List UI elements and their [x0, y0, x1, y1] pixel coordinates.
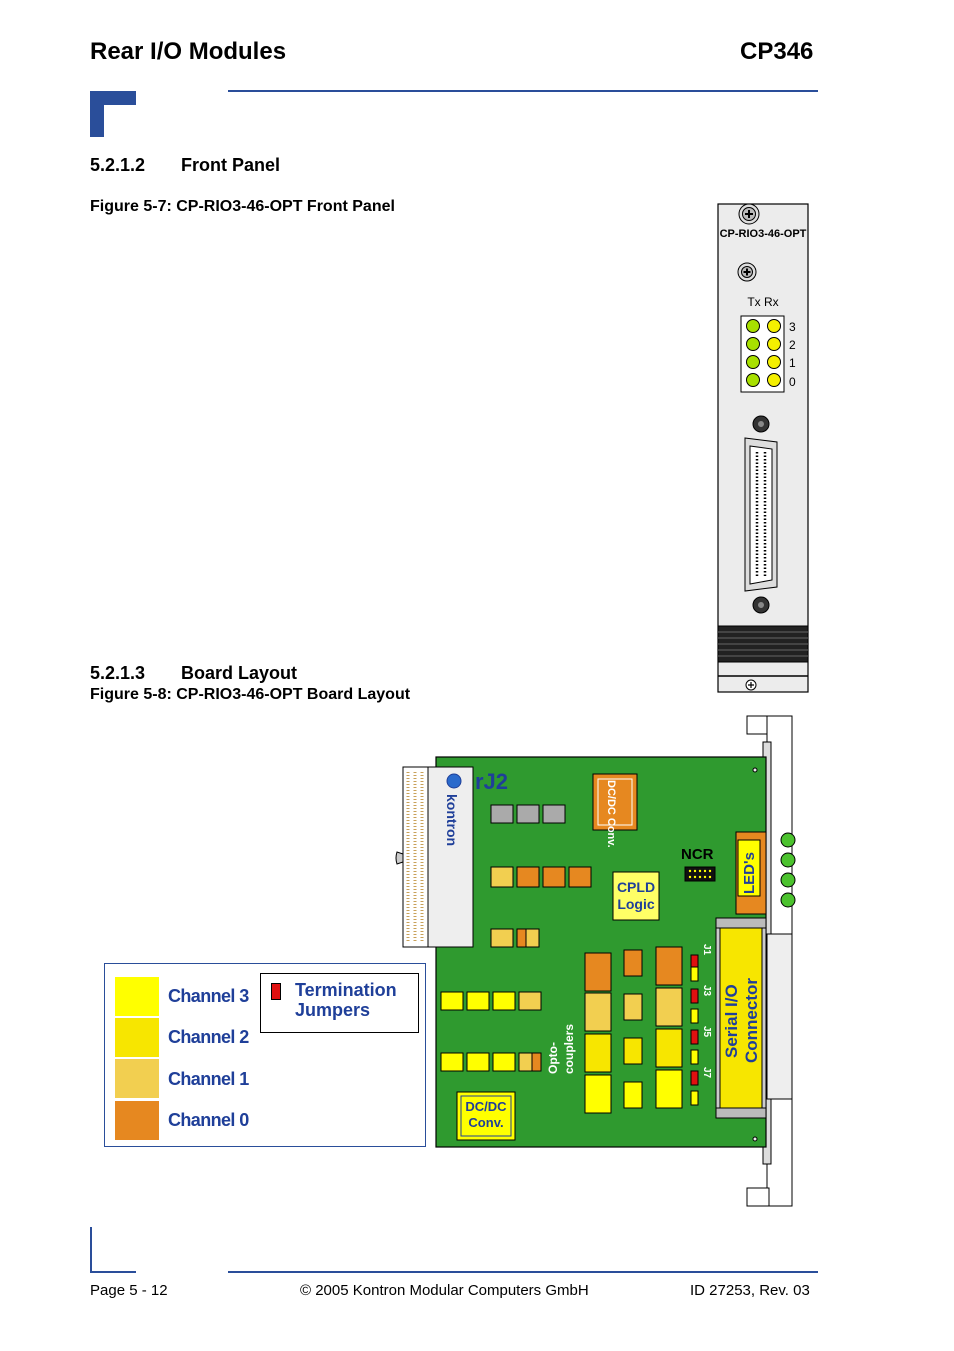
- component-blocks-row5: [440, 1052, 542, 1072]
- component-blocks-top: [490, 804, 566, 824]
- rear-connector-rj2: [395, 766, 474, 948]
- legend-swatch-channel-0: [115, 1101, 159, 1140]
- led-column-header: Tx Rx: [747, 295, 778, 309]
- section-number: 5.2.1.2: [90, 155, 146, 175]
- channel-number: 0: [789, 375, 796, 389]
- jumper-label: J7: [701, 1067, 712, 1079]
- termination-label: Termination: [295, 980, 397, 1000]
- corner-mark: [90, 91, 136, 137]
- product-id: CP346: [740, 38, 814, 65]
- cpld-label: CPLD: [617, 879, 655, 895]
- legend-label: Channel 3: [168, 986, 249, 1006]
- rx-led-2: [767, 337, 781, 351]
- channel-number: 1: [789, 356, 796, 370]
- termination-legend: Termination Jumpers: [260, 973, 419, 1033]
- tx-led-0: [746, 373, 760, 387]
- document-id: ID 27253, Rev. 03: [690, 1282, 810, 1299]
- legend-label: Channel 2: [168, 1027, 249, 1047]
- board-layout-figure: rJ2 kontron DC/DC Conv. CPLD Logic NCR L…: [395, 715, 796, 1207]
- cpld-label: Logic: [617, 896, 655, 912]
- legend-swatch-channel-2: [115, 1018, 159, 1057]
- header-rule: [228, 90, 818, 92]
- serial-io-label: Connector: [742, 978, 761, 1063]
- footer-corner-mark: [90, 1227, 92, 1273]
- figure-caption-board-layout: Figure 5-8: CP-RIO3-46-OPT Board Layout: [90, 686, 411, 703]
- dcdc-top-label: DC/DC Conv.: [605, 780, 617, 848]
- serial-io-label: Serial I/O: [722, 984, 741, 1058]
- dcdc-bottom-label: DC/DC: [465, 1099, 507, 1114]
- vendor-logo-text: kontron: [444, 794, 460, 846]
- document-section-title: Rear I/O Modules: [90, 38, 287, 65]
- screw-icon: [737, 262, 757, 282]
- board-legend: Channel 3 Channel 2 Channel 1 Channel 0 …: [104, 963, 426, 1147]
- termination-jumpers: [690, 954, 699, 1106]
- optocouplers-label: Opto-: [546, 1042, 560, 1074]
- legend-label: Channel 0: [168, 1110, 249, 1130]
- connector-rj2-label: rJ2: [475, 769, 508, 794]
- legend-label: Channel 1: [168, 1069, 249, 1089]
- channel-number: 3: [789, 320, 796, 334]
- optocoupler-column-2: [623, 949, 643, 1109]
- section-heading-board-layout: 5.2.1.3 Board Layout: [90, 663, 297, 684]
- serial-io-connector: [715, 917, 767, 1119]
- jumper-swatch: [271, 983, 281, 1000]
- ncr-label: NCR: [681, 846, 714, 863]
- front-bracket: [746, 715, 793, 1207]
- optocoupler-column-3: [655, 946, 683, 1109]
- leds-label: LED's: [741, 852, 758, 894]
- tx-led-1: [746, 355, 760, 369]
- component-blocks-row3: [490, 928, 540, 948]
- tx-led-2: [746, 337, 760, 351]
- optocoupler-column-1: [584, 952, 612, 1114]
- legend-swatch-channel-3: [115, 977, 159, 1016]
- jumper-label: J5: [701, 1026, 712, 1038]
- termination-label: Jumpers: [295, 1000, 371, 1020]
- footer-rule: [228, 1271, 818, 1273]
- section-title: Front Panel: [181, 155, 281, 175]
- footer-corner-mark: [90, 1271, 136, 1273]
- screw-icon: [738, 203, 760, 225]
- panel-model-label: CP-RIO3-46-OPT: [720, 228, 807, 240]
- mount-hole: [752, 767, 758, 773]
- dsub-connector: [744, 415, 778, 614]
- section-number: 5.2.1.3: [90, 663, 146, 683]
- channel-number: 2: [789, 338, 796, 352]
- cpld-logic: [612, 871, 660, 921]
- screw-icon: [745, 679, 757, 691]
- kontron-logo-icon: [446, 773, 462, 789]
- component-blocks-row4: [440, 991, 542, 1011]
- rx-led-0: [767, 373, 781, 387]
- optocouplers-label: couplers: [562, 1024, 576, 1074]
- rx-led-3: [767, 319, 781, 333]
- section-title: Board Layout: [181, 663, 298, 683]
- dcdc-bottom-label: Conv.: [468, 1115, 503, 1130]
- rx-led-1: [767, 355, 781, 369]
- copyright: © 2005 Kontron Modular Computers GmbH: [300, 1282, 589, 1299]
- front-leds: [780, 832, 796, 908]
- jumper-label: J1: [701, 944, 712, 956]
- front-panel-figure: CP-RIO3-46-OPT Tx Rx 3 2 1 0: [717, 203, 809, 693]
- figure-caption-front-panel: Figure 5-7: CP-RIO3-46-OPT Front Panel: [90, 198, 395, 215]
- jumper-label: J3: [701, 985, 712, 997]
- tx-led-3: [746, 319, 760, 333]
- led-grid: [746, 319, 781, 387]
- mount-hole: [752, 1136, 758, 1142]
- ncr-header: [684, 866, 716, 882]
- legend-swatch-channel-1: [115, 1059, 159, 1098]
- component-blocks-row2: [490, 866, 592, 888]
- panel-handle: [717, 625, 809, 677]
- page-number: Page 5 - 12: [90, 1282, 168, 1299]
- section-heading-front-panel: 5.2.1.2 Front Panel: [90, 155, 280, 176]
